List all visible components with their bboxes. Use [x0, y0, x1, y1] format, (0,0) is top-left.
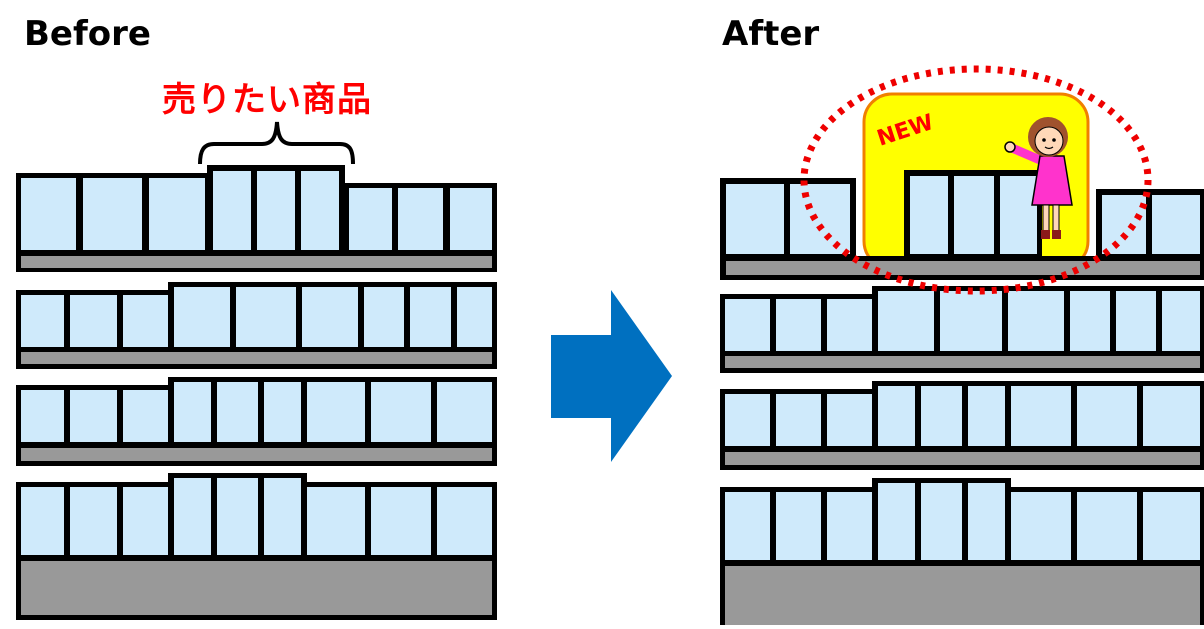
after-shelf-row [720, 478, 1204, 625]
before-heading: Before [24, 14, 151, 54]
after-shelf-row [720, 381, 1204, 470]
highlight-ellipse [800, 65, 1152, 295]
before-shelf-row [16, 473, 497, 620]
product-to-sell-label: 売りたい商品 [162, 80, 372, 120]
curly-brace-icon [198, 121, 355, 165]
girl-mascot-icon [1004, 117, 1073, 239]
before-shelf-row [16, 165, 497, 272]
after-shelf-row [720, 170, 1204, 280]
before-shelf-row [16, 282, 497, 369]
featured-product-group [207, 165, 345, 255]
shelf-base [21, 256, 492, 268]
before-shelf [16, 165, 497, 620]
right-arrow-icon [551, 290, 672, 462]
after-shelf-row [720, 286, 1204, 373]
featured-product-group [904, 170, 1042, 258]
after-shelf: NEW [720, 65, 1204, 625]
shelf-base [726, 261, 1200, 275]
after-heading: After [722, 14, 820, 54]
before-shelf-row [16, 377, 497, 466]
